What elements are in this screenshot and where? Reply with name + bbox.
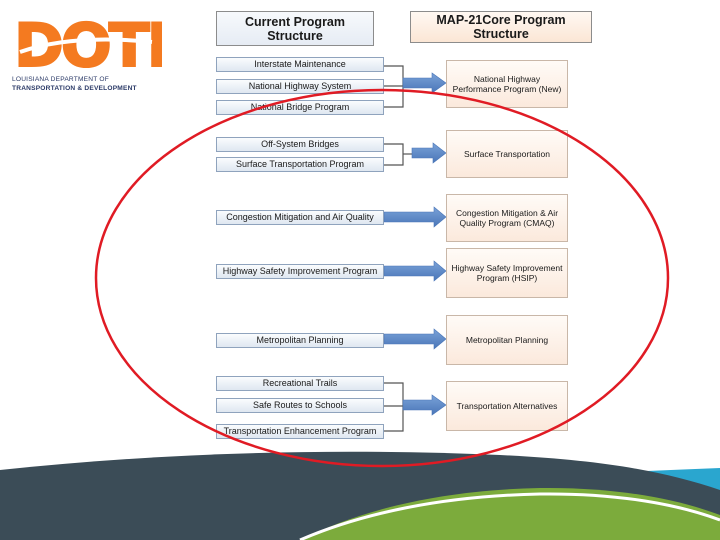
current-structure-header: Current Program Structure [216, 11, 374, 46]
current-program-national-highway-system: National Highway System [216, 79, 384, 94]
core-program-hsip: Highway Safety Improvement Program (HSIP… [446, 248, 568, 298]
current-program-surface-transportation: Surface Transportation Program [216, 157, 384, 172]
logo-subtitle: LOUISIANA DEPARTMENT OF TRANSPORTATION &… [12, 75, 162, 93]
arrow-ta [402, 394, 447, 416]
core-program-hsip-label: Highway Safety Improvement Program (HSIP… [451, 262, 563, 284]
arrow-hsip [383, 260, 447, 282]
arrow-metro [383, 328, 447, 350]
map21-structure-header: MAP-21Core Program Structure [410, 11, 592, 43]
logo-subtitle-line1: LOUISIANA DEPARTMENT OF [12, 76, 109, 83]
current-program-off-system-bridges: Off-System Bridges [216, 137, 384, 152]
core-program-nhpp: National Highway Performance Program (Ne… [446, 60, 568, 108]
arrow-stp [411, 142, 447, 164]
current-program-safe-routes: Safe Routes to Schools [216, 398, 384, 413]
map21-structure-title: MAP-21Core Program Structure [436, 13, 566, 41]
current-program-cmaq: Congestion Mitigation and Air Quality [216, 210, 384, 225]
logo-subtitle-line2: TRANSPORTATION & DEVELOPMENT [12, 85, 137, 92]
core-program-metropolitan-planning: Metropolitan Planning [446, 315, 568, 365]
current-program-recreational-trails: Recreational Trails [216, 376, 384, 391]
current-program-interstate-maintenance: Interstate Maintenance [216, 57, 384, 72]
current-program-national-bridge: National Bridge Program [216, 100, 384, 115]
footer-green-band [300, 487, 720, 540]
core-program-nhpp-label: National Highway Performance Program (Ne… [452, 73, 562, 95]
current-program-hsip: Highway Safety Improvement Program [216, 264, 384, 279]
dotd-logo: DOTD [13, 12, 162, 76]
core-program-cmaq: Congestion Mitigation & Air Quality Prog… [446, 194, 568, 242]
core-program-cmaq-label: Congestion Mitigation & Air Quality Prog… [455, 207, 559, 229]
arrow-nhpp [402, 72, 447, 94]
logo-wordmark: DOTD [14, 12, 162, 76]
current-structure-title: Current Program Structure [244, 14, 346, 43]
arrow-cmaq [383, 206, 447, 228]
core-program-transportation-alternatives: Transportation Alternatives [446, 381, 568, 431]
current-program-metropolitan-planning: Metropolitan Planning [216, 333, 384, 348]
core-program-stp-label: Surface Transportation [464, 148, 550, 159]
core-program-metro-label: Metropolitan Planning [465, 334, 549, 345]
core-program-surface-transportation: Surface Transportation [446, 130, 568, 178]
core-program-ta-label: Transportation Alternatives [456, 400, 558, 411]
